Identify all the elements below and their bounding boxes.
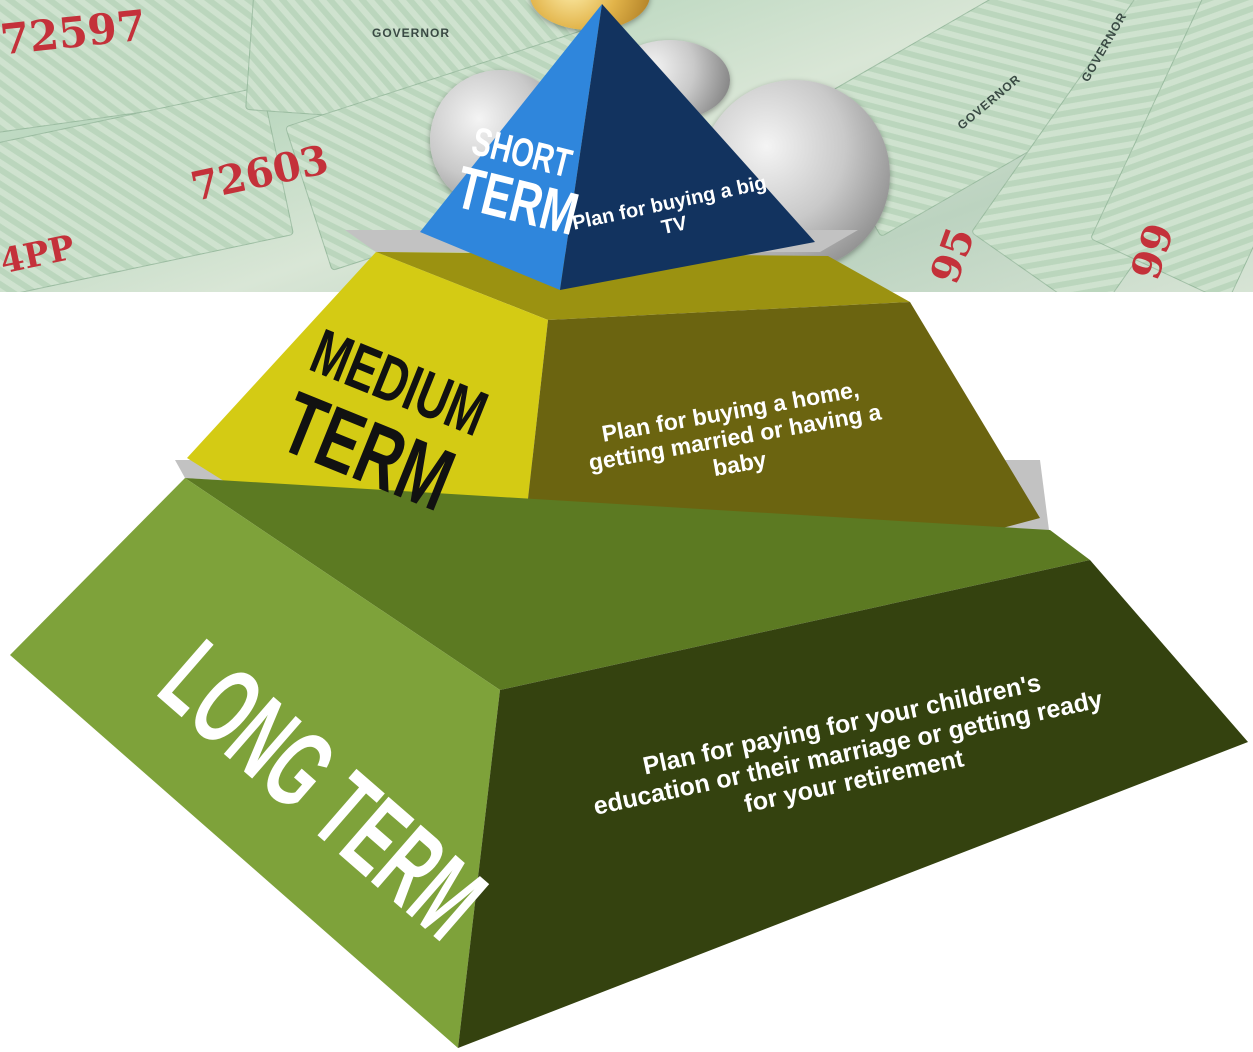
short-tier-right-face	[560, 4, 815, 290]
long-tier-left-face	[10, 478, 500, 1048]
note-signature: GOVERNOR	[372, 26, 451, 40]
long-tier-right-face	[458, 560, 1248, 1048]
long-tier-top-face	[185, 478, 1090, 690]
short-tier-left-face	[420, 4, 602, 290]
